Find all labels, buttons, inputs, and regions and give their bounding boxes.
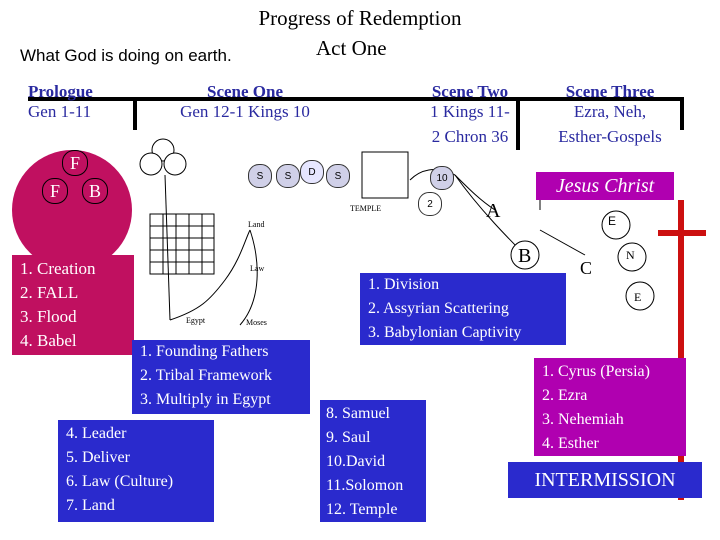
list-item: 1. Division <box>368 276 440 293</box>
s-circle-1: S <box>248 164 272 188</box>
letter-c: C <box>580 258 593 278</box>
scene1-ref: Gen 12-1 Kings 10 <box>180 102 310 121</box>
scene2-ref2: 2 Chron 36 <box>431 127 509 146</box>
scene1-list-a: 1. Founding Fathers 2. Tribal Framework … <box>132 340 310 414</box>
scene3-ref1: Ezra, Neh, <box>573 102 647 121</box>
list-item: 2. Ezra <box>542 387 588 404</box>
scene2-list: 8. Samuel 9. Saul 10.David 11.Solomon 12… <box>320 400 426 522</box>
prologue-ref: Gen 1-11 <box>28 102 92 121</box>
jesus-christ-banner: Jesus Christ <box>536 172 674 200</box>
list-item: 12. Temple <box>326 501 398 518</box>
law-label: Law <box>250 264 265 273</box>
scene3-ref2: Esther-Gospels <box>558 127 662 146</box>
letter-e1: E <box>608 214 617 228</box>
d-circle: D <box>300 160 324 184</box>
circle-2: 2 <box>418 192 442 216</box>
scene1-list-b: 4. Leader 5. Deliver 6. Law (Culture) 7.… <box>58 420 214 522</box>
intermission-label: INTERMISSION <box>508 462 702 498</box>
list-item: 3. Multiply in Egypt <box>140 391 271 408</box>
circle-10: 10 <box>430 166 454 190</box>
prologue-letter-3: B <box>82 178 108 204</box>
temple-label: TEMPLE <box>350 204 382 213</box>
list-item: 4. Esther <box>542 435 599 452</box>
scene3-name: Scene Three <box>565 82 655 101</box>
letter-n: N <box>626 248 635 262</box>
scene2-points: 1. Division 2. Assyrian Scattering 3. Ba… <box>360 273 566 345</box>
scene2-ref1: 1 Kings 11- <box>430 102 510 121</box>
prologue-list: 1. Creation 2. FALL 3. Flood 4. Babel <box>12 255 134 355</box>
scene1-name: Scene One <box>206 82 284 101</box>
scene2-name: Scene Two <box>431 82 509 101</box>
list-item: 9. Saul <box>326 429 371 446</box>
list-item: 3. Nehemiah <box>542 411 624 428</box>
s-circle-2: S <box>276 164 300 188</box>
land-label: Land <box>248 220 265 229</box>
list-item: 2. FALL <box>20 283 79 302</box>
list-item: 2. Assyrian Scattering <box>368 300 509 317</box>
list-item: 1. Founding Fathers <box>140 343 269 360</box>
label-a: A <box>486 200 501 222</box>
list-item: 2. Tribal Framework <box>140 367 272 384</box>
label-b: B <box>518 245 532 267</box>
list-item: 6. Law (Culture) <box>66 473 174 490</box>
s-circle-3: S <box>326 164 350 188</box>
prologue-letter-1: F <box>62 150 88 176</box>
prologue-name: Prologue <box>28 82 93 101</box>
list-item: 3. Flood <box>20 307 77 326</box>
list-item: 7. Land <box>66 497 115 514</box>
cross-horizontal <box>658 230 706 236</box>
scene3-list: 1. Cyrus (Persia) 2. Ezra 3. Nehemiah 4.… <box>534 358 686 456</box>
page-title: Progress of Redemption <box>258 6 462 30</box>
moses-label: Moses <box>246 318 267 327</box>
list-item: 5. Deliver <box>66 449 130 466</box>
list-item: 1. Creation <box>20 259 96 278</box>
list-item: 4. Leader <box>66 425 127 442</box>
subtitle: What God is doing on earth. <box>20 46 232 65</box>
list-item: 8. Samuel <box>326 405 390 422</box>
cross-vertical <box>678 200 684 500</box>
prologue-letter-2: F <box>42 178 68 204</box>
letter-e2: E <box>634 290 642 304</box>
act-label: Act One <box>316 36 387 60</box>
egypt-label: Egypt <box>186 316 206 325</box>
list-item: 10.David <box>326 453 386 470</box>
list-item: 11.Solomon <box>326 477 404 494</box>
list-item: 1. Cyrus (Persia) <box>542 363 650 380</box>
list-item: 4. Babel <box>20 331 77 350</box>
list-item: 3. Babylonian Captivity <box>368 324 522 341</box>
